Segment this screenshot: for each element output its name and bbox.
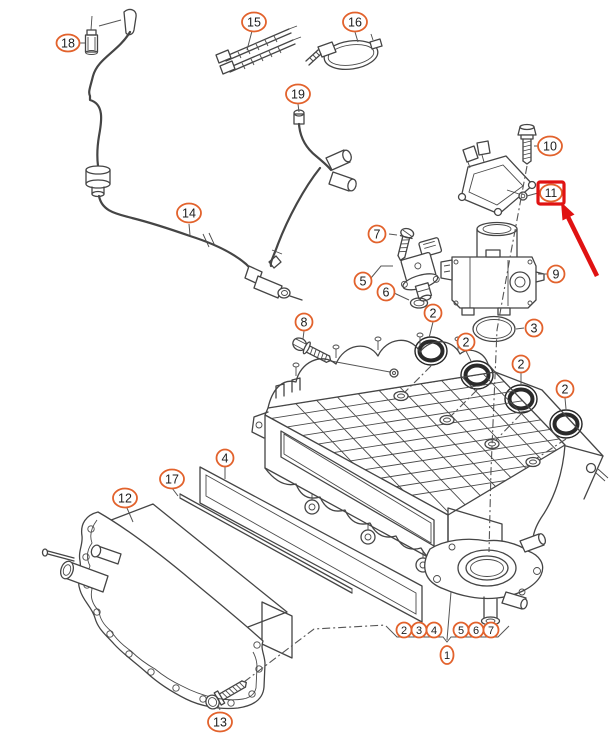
svg-text:8: 8 xyxy=(301,315,308,329)
callout-group-5: 5 xyxy=(452,621,470,639)
seal-strip-drawing xyxy=(179,493,353,594)
cable-ties-drawing xyxy=(215,25,302,75)
callout-11: 11 xyxy=(539,183,563,203)
svg-text:5: 5 xyxy=(458,625,464,637)
small-oring-drawing xyxy=(409,297,429,309)
callout-2-seal-d: 2 xyxy=(555,379,575,399)
vent-hose-drawing xyxy=(269,109,357,268)
cable-tie-loop-drawing xyxy=(305,33,383,71)
large-oring-drawing xyxy=(472,315,516,343)
svg-text:3: 3 xyxy=(531,321,538,335)
bolt-10-drawing xyxy=(517,123,537,165)
svg-text:2: 2 xyxy=(518,357,525,371)
intercooler-drawing xyxy=(41,503,293,710)
svg-text:5: 5 xyxy=(360,274,367,288)
svg-text:11: 11 xyxy=(545,186,558,200)
callout-19: 19 xyxy=(285,83,311,105)
callout-group-7: 7 xyxy=(482,621,500,639)
callout-16: 16 xyxy=(342,11,368,33)
throttle-body-drawing xyxy=(440,221,545,316)
svg-text:7: 7 xyxy=(374,227,381,241)
callout-17: 17 xyxy=(159,468,185,490)
svg-text:13: 13 xyxy=(213,715,227,729)
svg-text:7: 7 xyxy=(488,625,494,637)
svg-text:17: 17 xyxy=(165,472,179,486)
highlight-arrow xyxy=(561,202,600,278)
bolt-8-drawing xyxy=(292,337,399,378)
breather-hose-assembly-drawing xyxy=(85,8,303,301)
callout-3: 3 xyxy=(524,318,544,338)
svg-text:3: 3 xyxy=(416,625,422,637)
intake-manifold-drawing xyxy=(251,332,609,626)
svg-text:9: 9 xyxy=(553,267,560,281)
callout-group-3: 3 xyxy=(410,621,428,639)
svg-text:19: 19 xyxy=(291,87,305,101)
svg-text:10: 10 xyxy=(543,139,557,153)
gasket-frame-drawing xyxy=(199,466,423,623)
svg-text:15: 15 xyxy=(247,15,261,29)
support-bracket-drawing xyxy=(457,140,537,217)
svg-text:4: 4 xyxy=(431,625,437,637)
callout-18: 18 xyxy=(55,33,81,53)
callout-4: 4 xyxy=(215,448,235,468)
callout-6: 6 xyxy=(376,282,396,302)
callout-10: 10 xyxy=(537,135,563,157)
callout-group-2: 2 xyxy=(395,621,413,639)
callout-group-6: 6 xyxy=(467,621,485,639)
callout-14: 14 xyxy=(176,202,202,224)
callout-15: 15 xyxy=(241,11,267,33)
callout-1: 1 xyxy=(439,645,455,665)
bolt-13-drawing xyxy=(205,680,247,710)
svg-text:2: 2 xyxy=(401,625,407,637)
svg-text:12: 12 xyxy=(118,491,132,505)
assembly-axis-lines xyxy=(243,165,567,683)
callout-13: 13 xyxy=(207,711,233,733)
svg-text:2: 2 xyxy=(562,382,569,396)
callout-5: 5 xyxy=(353,271,373,291)
callout-2-sensor-seal: 2 xyxy=(423,303,443,323)
svg-text:6: 6 xyxy=(473,625,479,637)
callout-12: 12 xyxy=(112,487,138,509)
callout-2-seal-c: 2 xyxy=(511,354,531,374)
svg-text:1: 1 xyxy=(444,650,450,662)
svg-text:6: 6 xyxy=(383,285,390,299)
callout-group-4: 4 xyxy=(425,621,443,639)
svg-text:4: 4 xyxy=(222,451,229,465)
bleeder-valve-drawing xyxy=(84,15,122,55)
callout-9: 9 xyxy=(546,264,566,284)
map-sensor-drawing xyxy=(400,237,443,302)
svg-text:2: 2 xyxy=(430,306,437,320)
screw-7-drawing xyxy=(397,227,415,261)
svg-text:14: 14 xyxy=(182,206,196,220)
part-11-highlight-box xyxy=(536,180,566,206)
callout-7: 7 xyxy=(367,224,387,244)
svg-text:16: 16 xyxy=(348,15,362,29)
callout-2-seal-b: 2 xyxy=(456,332,476,352)
svg-text:18: 18 xyxy=(61,36,75,50)
svg-text:2: 2 xyxy=(463,335,470,349)
callout-8: 8 xyxy=(294,312,314,332)
seal-ring-drawing xyxy=(414,336,583,439)
